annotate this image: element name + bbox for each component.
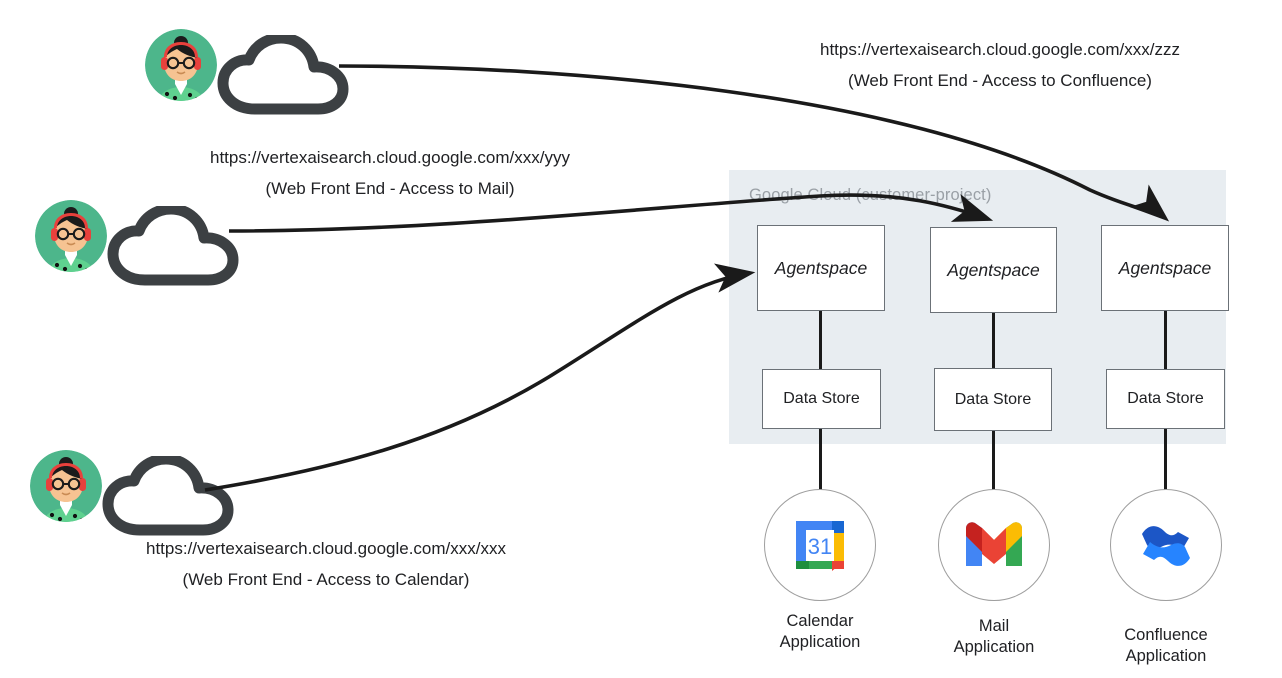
datastore-label-confluence: Data Store [1127,390,1204,407]
gmail-icon [966,522,1022,566]
connector-agentspace-datastore-confluence [1164,310,1167,370]
url-label-mail: https://vertexaisearch.cloud.google.com/… [170,142,610,204]
url-desc-calendar: (Web Front End - Access to Calendar) [182,570,470,589]
cloud-icon [107,206,239,286]
app-circle-calendar[interactable]: 31 [764,489,876,601]
user-avatar [145,29,217,101]
datastore-label-mail: Data Store [954,390,1032,408]
app-label-mail: Mail Application [953,617,1035,656]
app-circle-mail[interactable] [938,489,1050,601]
connector-datastore-app-mail [992,430,995,490]
agentspace-label-confluence: Agentspace [1118,257,1212,278]
agentspace-box-mail[interactable]: Agentspace [930,227,1057,313]
google-cloud-region-label: Google Cloud (customer-project) [749,186,992,204]
agentspace-box-calendar[interactable]: Agentspace [757,225,885,311]
url-label-calendar: https://vertexaisearch.cloud.google.com/… [106,533,546,595]
datastore-label-calendar: Data Store [783,390,860,407]
datastore-box-confluence[interactable]: Data Store [1106,369,1225,429]
url-text-mail: https://vertexaisearch.cloud.google.com/… [210,148,570,167]
google-calendar-icon: 31 [796,521,844,571]
user-cluster-confluence[interactable] [145,25,349,125]
url-text-calendar: https://vertexaisearch.cloud.google.com/… [146,539,506,558]
user-cluster-mail[interactable] [35,196,239,296]
app-label-confluence: Confluence Application [1124,626,1208,665]
app-label-calendar: Calendar Application [779,612,861,651]
connector-datastore-app-calendar [819,428,822,490]
agentspace-box-confluence[interactable]: Agentspace [1101,225,1229,311]
datastore-box-mail[interactable]: Data Store [934,368,1052,431]
cloud-icon [217,35,349,115]
url-desc-mail: (Web Front End - Access to Mail) [265,179,515,198]
url-label-confluence: https://vertexaisearch.cloud.google.com/… [780,34,1220,96]
svg-text:31: 31 [808,534,832,559]
arrow-user-calendar [204,263,756,492]
datastore-box-calendar[interactable]: Data Store [762,369,881,429]
agentspace-label-calendar: Agentspace [774,257,868,278]
connector-agentspace-datastore-mail [992,312,995,369]
connector-agentspace-datastore-calendar [819,310,822,370]
connector-datastore-app-confluence [1164,428,1167,490]
url-desc-confluence: (Web Front End - Access to Confluence) [848,71,1152,90]
user-avatar [35,200,107,272]
user-avatar [30,450,102,522]
cloud-icon [102,456,234,536]
confluence-icon [1142,526,1190,566]
url-text-confluence: https://vertexaisearch.cloud.google.com/… [820,40,1180,59]
app-circle-confluence[interactable] [1110,489,1222,601]
user-cluster-calendar[interactable] [30,446,234,546]
agentspace-label-mail: Agentspace [947,259,1040,280]
